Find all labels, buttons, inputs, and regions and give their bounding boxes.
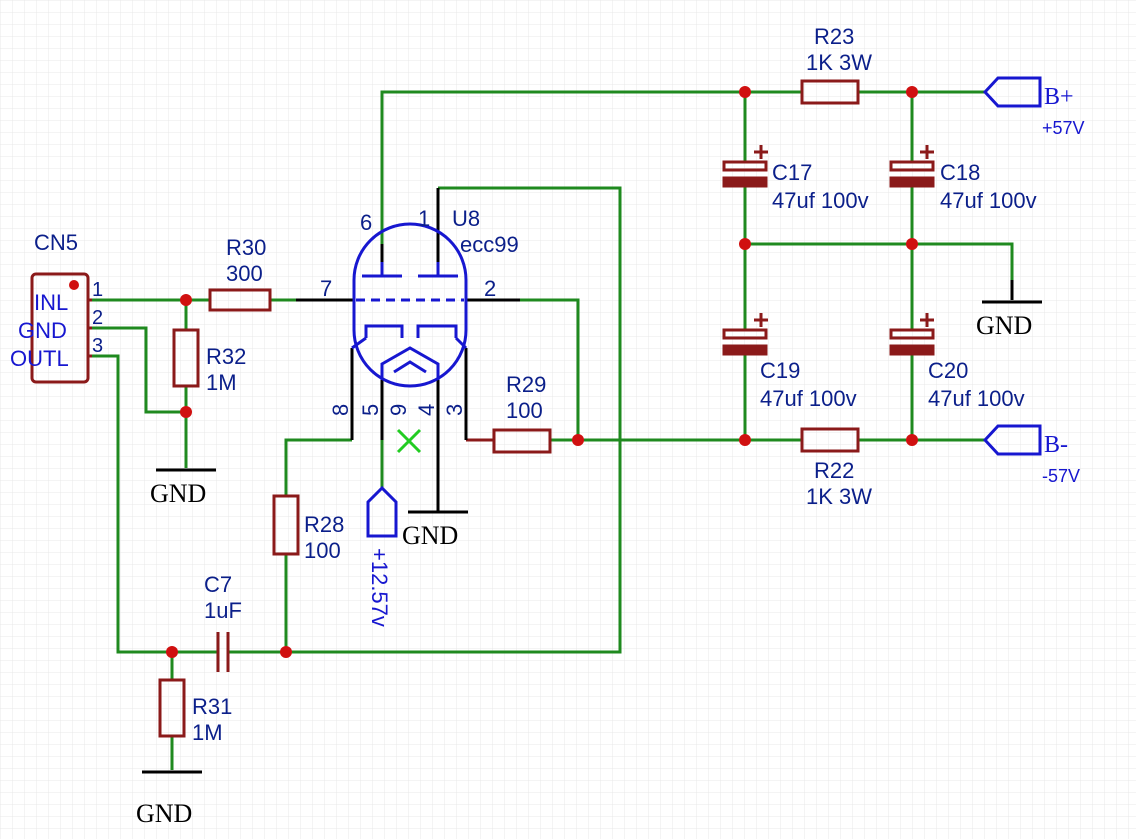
cn5-pin-number-2: 2 — [92, 307, 103, 329]
gnd-label: GND — [976, 311, 1032, 340]
c20-ref: C20 — [928, 358, 968, 383]
net-flag-bplus: B+ +57V — [982, 76, 1085, 138]
gnd-label: GND — [136, 799, 192, 828]
u8-pin-4: 4 — [414, 404, 439, 416]
bplus-name: B+ — [1044, 84, 1074, 110]
r23-ref: R23 — [814, 24, 854, 49]
junction-dot — [280, 646, 292, 658]
capacitor-c19: C19 47uf 100v — [722, 313, 857, 411]
junction-dot — [180, 406, 192, 418]
ground-symbol-3: GND — [976, 280, 1042, 340]
net-flag-bminus: B- -57V — [982, 424, 1080, 486]
polarity-plus-icon — [754, 145, 768, 159]
r30-value: 300 — [226, 261, 263, 286]
c7-value: 1uF — [204, 598, 242, 623]
no-connect-icon — [396, 428, 422, 454]
junction-dot — [906, 86, 918, 98]
junction-dot — [906, 434, 918, 446]
c19-value: 47uf 100v — [760, 386, 857, 411]
capacitor-c7: C7 1uF — [204, 572, 242, 672]
resistor-r32: R32 1M — [172, 328, 246, 395]
ground-symbol-4: GND — [136, 770, 202, 828]
r22-ref: R22 — [814, 458, 854, 483]
u8-ref: U8 — [452, 206, 480, 231]
r30-ref: R30 — [226, 235, 266, 260]
r23-value: 1K 3W — [806, 50, 872, 75]
u8-pin-7: 7 — [320, 276, 332, 301]
junction-dot — [739, 86, 751, 98]
junctions — [166, 86, 918, 658]
cn5-pin-gnd: GND — [18, 318, 67, 343]
junction-dot — [180, 294, 192, 306]
r28-ref: R28 — [304, 512, 344, 537]
r31-ref: R31 — [192, 694, 232, 719]
r32-ref: R32 — [206, 344, 246, 369]
u8-pin-5: 5 — [358, 404, 383, 416]
pin1-marker-icon — [69, 280, 79, 290]
c17-value: 47uf 100v — [772, 188, 869, 213]
bminus-name: B- — [1044, 432, 1068, 458]
polarity-plus-icon — [920, 145, 934, 159]
gnd-label: GND — [402, 521, 458, 550]
tube-u8: 6 1 7 2 8 5 9 4 3 U8 ecc99 — [296, 188, 520, 512]
r32-value: 1M — [206, 370, 237, 395]
c20-value: 47uf 100v — [928, 386, 1025, 411]
polarity-plus-icon — [920, 313, 934, 327]
u8-pin-8: 8 — [328, 404, 353, 416]
junction-dot — [572, 434, 584, 446]
resistor-r31: R31 1M — [158, 678, 232, 745]
u8-pin-6: 6 — [360, 210, 372, 235]
resistor-r22: R22 1K 3W — [800, 427, 872, 509]
c7-ref: C7 — [204, 572, 232, 597]
bplus-voltage: +57V — [1042, 118, 1085, 138]
r22-value: 1K 3W — [806, 484, 872, 509]
cn5-pin-inl: INL — [34, 290, 68, 315]
junction-dot — [739, 434, 751, 446]
heater-voltage: +12.57v — [367, 548, 392, 627]
net-flag-heater: +12.57v — [366, 485, 398, 627]
capacitor-c18: C18 47uf 100v — [889, 145, 1037, 213]
bminus-voltage: -57V — [1042, 466, 1080, 486]
c17-ref: C17 — [772, 160, 812, 185]
r31-value: 1M — [192, 720, 223, 745]
tube-envelope — [352, 222, 468, 388]
u8-pin-3: 3 — [442, 404, 467, 416]
resistor-r28: R28 100 — [272, 494, 344, 563]
polarity-plus-icon — [754, 313, 768, 327]
u8-value: ecc99 — [460, 232, 519, 257]
c19-ref: C19 — [760, 358, 800, 383]
cn5-pin-number-1: 1 — [92, 279, 103, 301]
ground-symbol-2: GND — [402, 510, 468, 550]
junction-dot — [906, 238, 918, 250]
capacitor-c17: C17 47uf 100v — [722, 145, 869, 213]
capacitor-c20: C20 47uf 100v — [889, 313, 1025, 411]
r29-value: 100 — [506, 398, 543, 423]
gnd-label: GND — [150, 479, 206, 508]
resistor-r30: R30 300 — [208, 235, 272, 312]
cn5-ref: CN5 — [34, 230, 78, 255]
r28-value: 100 — [304, 538, 341, 563]
cn5-pin-number-3: 3 — [92, 335, 103, 357]
r29-ref: R29 — [506, 372, 546, 397]
junction-dot — [739, 238, 751, 250]
wires — [88, 90, 1014, 770]
cn5-pin-outl: OUTL — [10, 346, 69, 371]
resistor-r29: R29 100 — [466, 372, 552, 454]
c18-value: 47uf 100v — [940, 188, 1037, 213]
c18-ref: C18 — [940, 160, 980, 185]
ground-symbol-1: GND — [150, 468, 216, 508]
resistor-r23: R23 1K 3W — [800, 24, 872, 105]
connector-cn5: CN5 INL GND OUTL 1 2 3 — [10, 230, 103, 384]
junction-dot — [166, 646, 178, 658]
u8-pin-9: 9 — [386, 404, 411, 416]
u8-pin-2: 2 — [484, 276, 496, 301]
u8-pin-1: 1 — [418, 206, 430, 231]
